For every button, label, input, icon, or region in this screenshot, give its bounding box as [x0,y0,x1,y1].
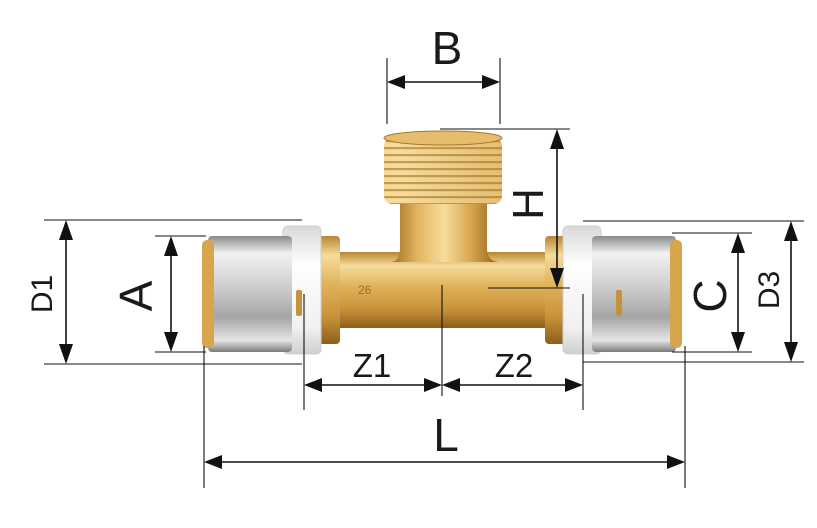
left-steel-sleeve [208,236,292,352]
label-d1: D1 [26,275,59,313]
label-c: C [684,279,736,312]
dimension-lines [44,58,804,488]
right-steel-sleeve [592,236,676,352]
right-press-sleeve [562,225,682,355]
left-press-sleeve [202,225,322,355]
fitting-body: 26 [318,130,567,344]
label-b: B [432,22,463,74]
threaded-end [384,138,502,204]
dimension-labels: B H D1 A C D3 Z1 Z2 L [26,22,786,461]
body-stamp: 26 [358,283,372,297]
brass-neck [390,200,500,262]
right-collar [545,236,567,344]
brass-body [318,252,563,328]
label-a: A [110,280,162,311]
label-z1: Z1 [353,347,392,384]
label-z2: Z2 [495,347,534,384]
label-l: L [433,409,459,461]
label-d3: D3 [753,271,786,309]
label-h: H [504,188,553,220]
left-collar [318,236,340,344]
